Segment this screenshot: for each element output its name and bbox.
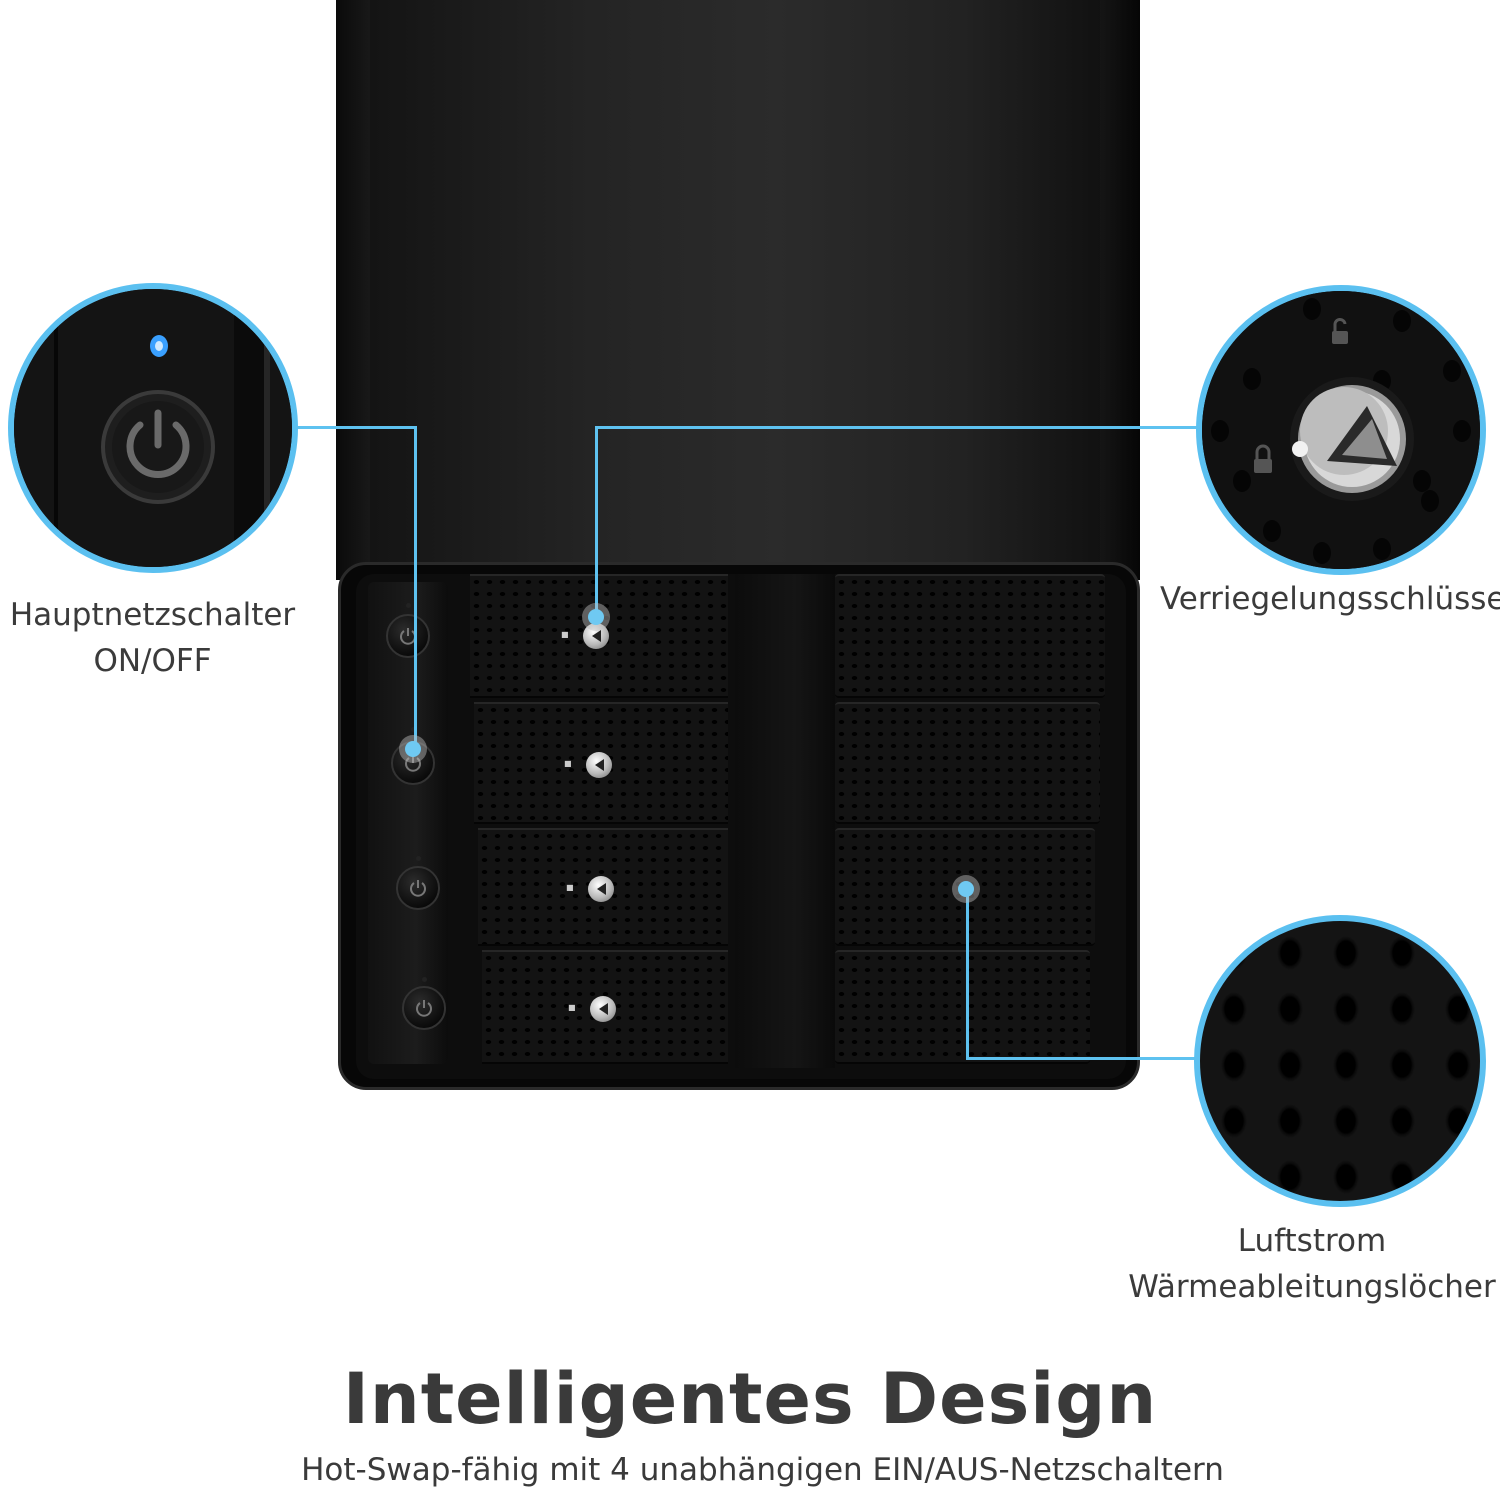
subheadline: Hot-Swap-fähig mit 4 unabhängigen EIN/AU… [301,1452,1224,1488]
power-button-bay-3[interactable] [396,866,440,910]
tray-lock-4[interactable] [590,996,616,1022]
callout-dot-power [405,741,421,757]
zoom-power-switch [8,283,298,573]
zoom-lock-key [1196,285,1486,575]
callout-line [414,426,417,746]
enclosure-left-edge [336,0,376,580]
power-button-strip [368,582,448,1064]
drive-tray-6[interactable] [835,702,1100,824]
status-led [406,603,411,608]
lock-icon: ■ [566,883,574,892]
label-airflow-line2: Wärmeableitungslöcher [1128,1269,1496,1305]
power-icon [416,1000,432,1017]
label-main-switch-line1: Hauptnetzschalter [9,597,296,633]
drive-tray-5[interactable] [835,574,1105,698]
callout-dot-airflow [958,881,974,897]
zoom-airflow-holes [1194,915,1486,1207]
drive-tray-8[interactable] [835,950,1090,1064]
label-lock-key: Verriegelungsschlüssel [1160,581,1500,617]
label-airflow-line1: Luftstrom [1237,1223,1387,1259]
status-led [416,856,421,861]
drive-tray-4[interactable] [482,950,728,1064]
status-led [422,977,427,982]
power-icon [126,421,190,478]
tray-lock-2[interactable] [586,752,612,778]
label-airflow: Luftstrom Wärmeableitungslöcher [1128,1218,1496,1310]
enclosure-top [370,0,1110,580]
power-button-bay-1[interactable] [386,614,430,658]
callout-line [966,888,969,1060]
lock-key-closeup [1202,291,1480,569]
headline: Intelligentes Design [342,1358,1158,1440]
power-icon [410,880,426,897]
unlock-icon [1332,317,1348,344]
callout-line [595,426,598,616]
power-switch-closeup [14,289,292,567]
label-main-switch: Hauptnetzschalter ON/OFF [0,592,305,684]
callout-dot-lock [588,609,604,625]
lock-icon: ■ [564,759,572,768]
lock-icon [1254,444,1272,473]
callout-line [596,426,1200,429]
status-led [411,727,416,732]
lock-icon: ■ [568,1003,576,1012]
callout-line [966,1057,1198,1060]
tray-divider [735,574,835,1068]
label-main-switch-line2: ON/OFF [93,643,212,679]
power-button-bay-4[interactable] [402,986,446,1030]
enclosure-right-edge [1100,0,1140,580]
drive-tray-1[interactable] [470,574,728,698]
tray-lock-1[interactable] [583,623,609,649]
tray-lock-3[interactable] [588,876,614,902]
lock-icon: ■ [561,630,569,639]
callout-line [288,426,416,429]
